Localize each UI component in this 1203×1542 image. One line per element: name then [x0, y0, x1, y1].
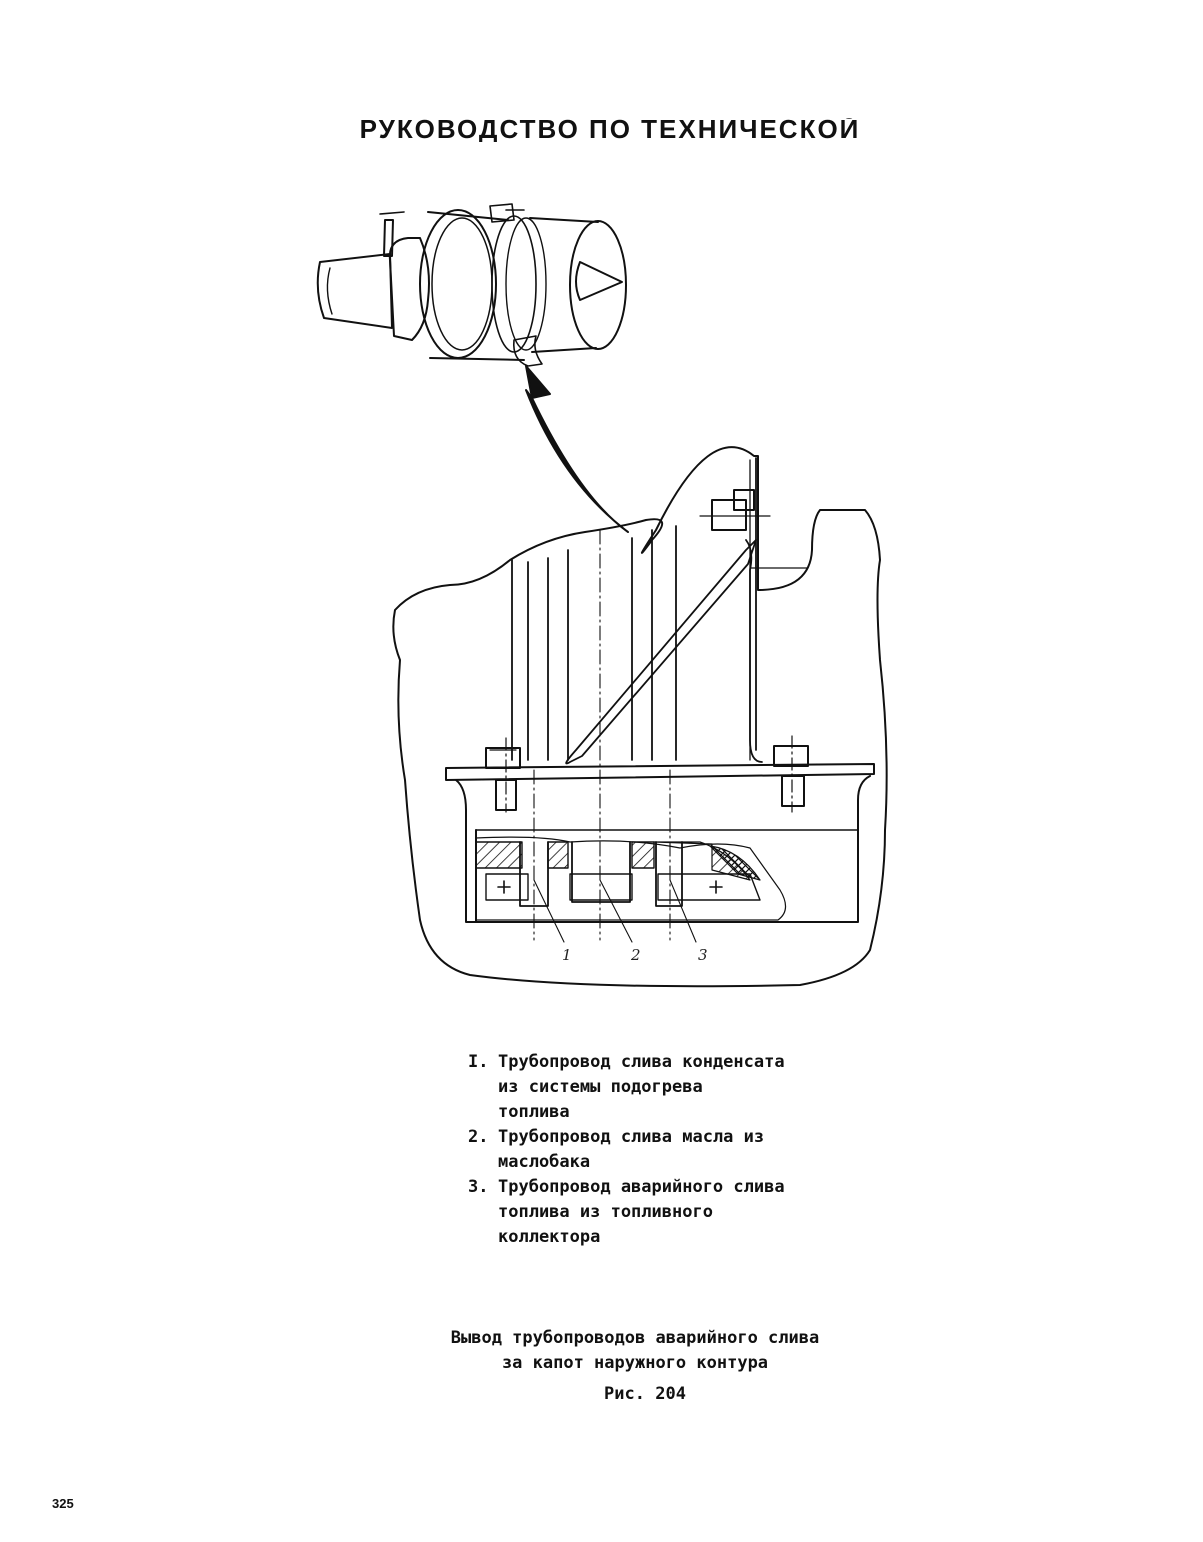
legend-item-number: I. [468, 1052, 489, 1072]
diagonal-brace [565, 539, 757, 765]
legend-item-number: 2. [468, 1127, 489, 1147]
page-number: 325 [52, 1496, 74, 1511]
bolt-top [699, 489, 809, 569]
drain-pipe-2 [571, 529, 633, 943]
drain-pipe-3 [655, 769, 697, 943]
bolt-left [485, 737, 521, 813]
detail-outline [392, 446, 888, 988]
figure-caption: Вывод трубопроводов аварийного слива за … [400, 1326, 870, 1376]
figure-number: Рис. 204 [604, 1384, 686, 1404]
drawing-svg [316, 203, 888, 988]
legend-item-text: Трубопровод аварийного слива топлива из … [498, 1177, 785, 1247]
drain-section [475, 836, 787, 921]
legend-item-text: Трубопровод слива конденсата из системы … [498, 1052, 785, 1122]
caption-line-2: за капот наружного контура [501, 1353, 769, 1373]
legend-item: 2. Трубопровод слива масла из маслобака [468, 1125, 888, 1175]
callout-1: 1 [562, 946, 572, 964]
page-header: РУКОВОДСТВО ПО ТЕХНИЧЕСКОЙ ЭКСПЛУАТАЦИИ [300, 118, 920, 142]
flange [445, 763, 875, 923]
bolt-right [773, 735, 809, 813]
drain-pipe-1 [519, 769, 565, 943]
legend-item: I. Трубопровод слива конденсата из систе… [468, 1050, 888, 1125]
figure-legend: I. Трубопровод слива конденсата из систе… [468, 1050, 888, 1250]
legend-item-number: 3. [468, 1177, 489, 1197]
engine-unit-view [316, 203, 627, 367]
caption-line-1: Вывод трубопроводов аварийного слива [450, 1328, 820, 1348]
callout-2: 2 [631, 946, 641, 964]
legend-item-text: Трубопровод слива масла из маслобака [498, 1127, 765, 1172]
pointer-arrow [525, 365, 629, 533]
technical-drawing: 1 2 3 [280, 190, 920, 1000]
structure-lines [511, 457, 757, 761]
page-header-title: РУКОВОДСТВО ПО ТЕХНИЧЕСКОЙ ЭКСПЛУАТАЦИИ [359, 118, 861, 142]
legend-item: 3. Трубопровод аварийного слива топлива … [468, 1175, 888, 1250]
callout-3: 3 [698, 946, 708, 964]
